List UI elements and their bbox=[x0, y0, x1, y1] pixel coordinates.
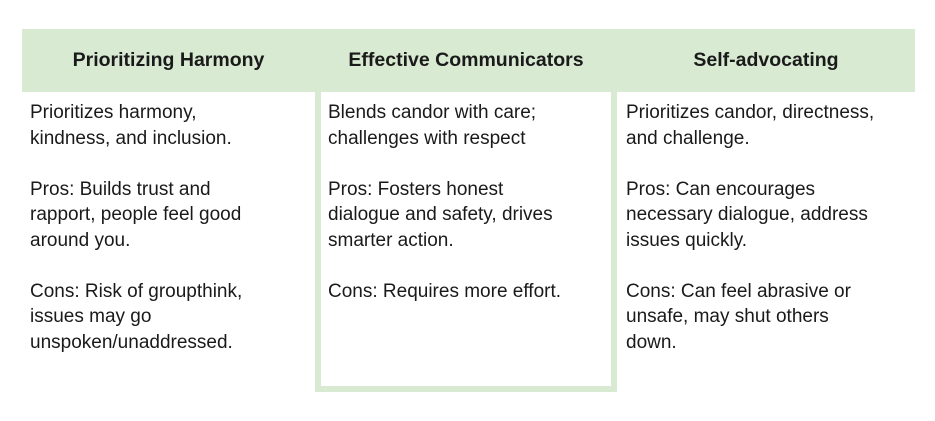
effective-cons: Cons: Requires more effort. bbox=[328, 280, 562, 302]
column-body-self-advocating: Prioritizes candor, directness, and chal… bbox=[626, 100, 916, 355]
effective-description: Blends candor with care; challenges with… bbox=[328, 102, 537, 149]
harmony-pros: Pros: Builds trust and rapport, people f… bbox=[30, 178, 242, 251]
self-advocating-description: Prioritizes candor, directness, and chal… bbox=[626, 102, 875, 149]
column-body-harmony: Prioritizes harmony, kindness, and inclu… bbox=[30, 100, 310, 355]
center-column-highlight bbox=[315, 29, 617, 392]
self-advocating-pros: Pros: Can encourages necessary dialogue,… bbox=[626, 178, 868, 251]
effective-pros: Pros: Fosters honest dialogue and safety… bbox=[328, 178, 553, 251]
column-title-effective: Effective Communicators bbox=[348, 49, 584, 71]
harmony-description: Prioritizes harmony, kindness, and inclu… bbox=[30, 102, 232, 149]
header-bar bbox=[22, 29, 915, 92]
self-advocating-cons: Cons: Can feel abrasive or unsafe, may s… bbox=[626, 280, 851, 353]
column-title-self-advocating: Self-advocating bbox=[693, 49, 839, 71]
column-title-harmony: Prioritizing Harmony bbox=[72, 49, 265, 71]
column-body-effective: Blends candor with care; challenges with… bbox=[328, 100, 608, 304]
harmony-cons: Cons: Risk of groupthink, issues may go … bbox=[30, 280, 243, 353]
